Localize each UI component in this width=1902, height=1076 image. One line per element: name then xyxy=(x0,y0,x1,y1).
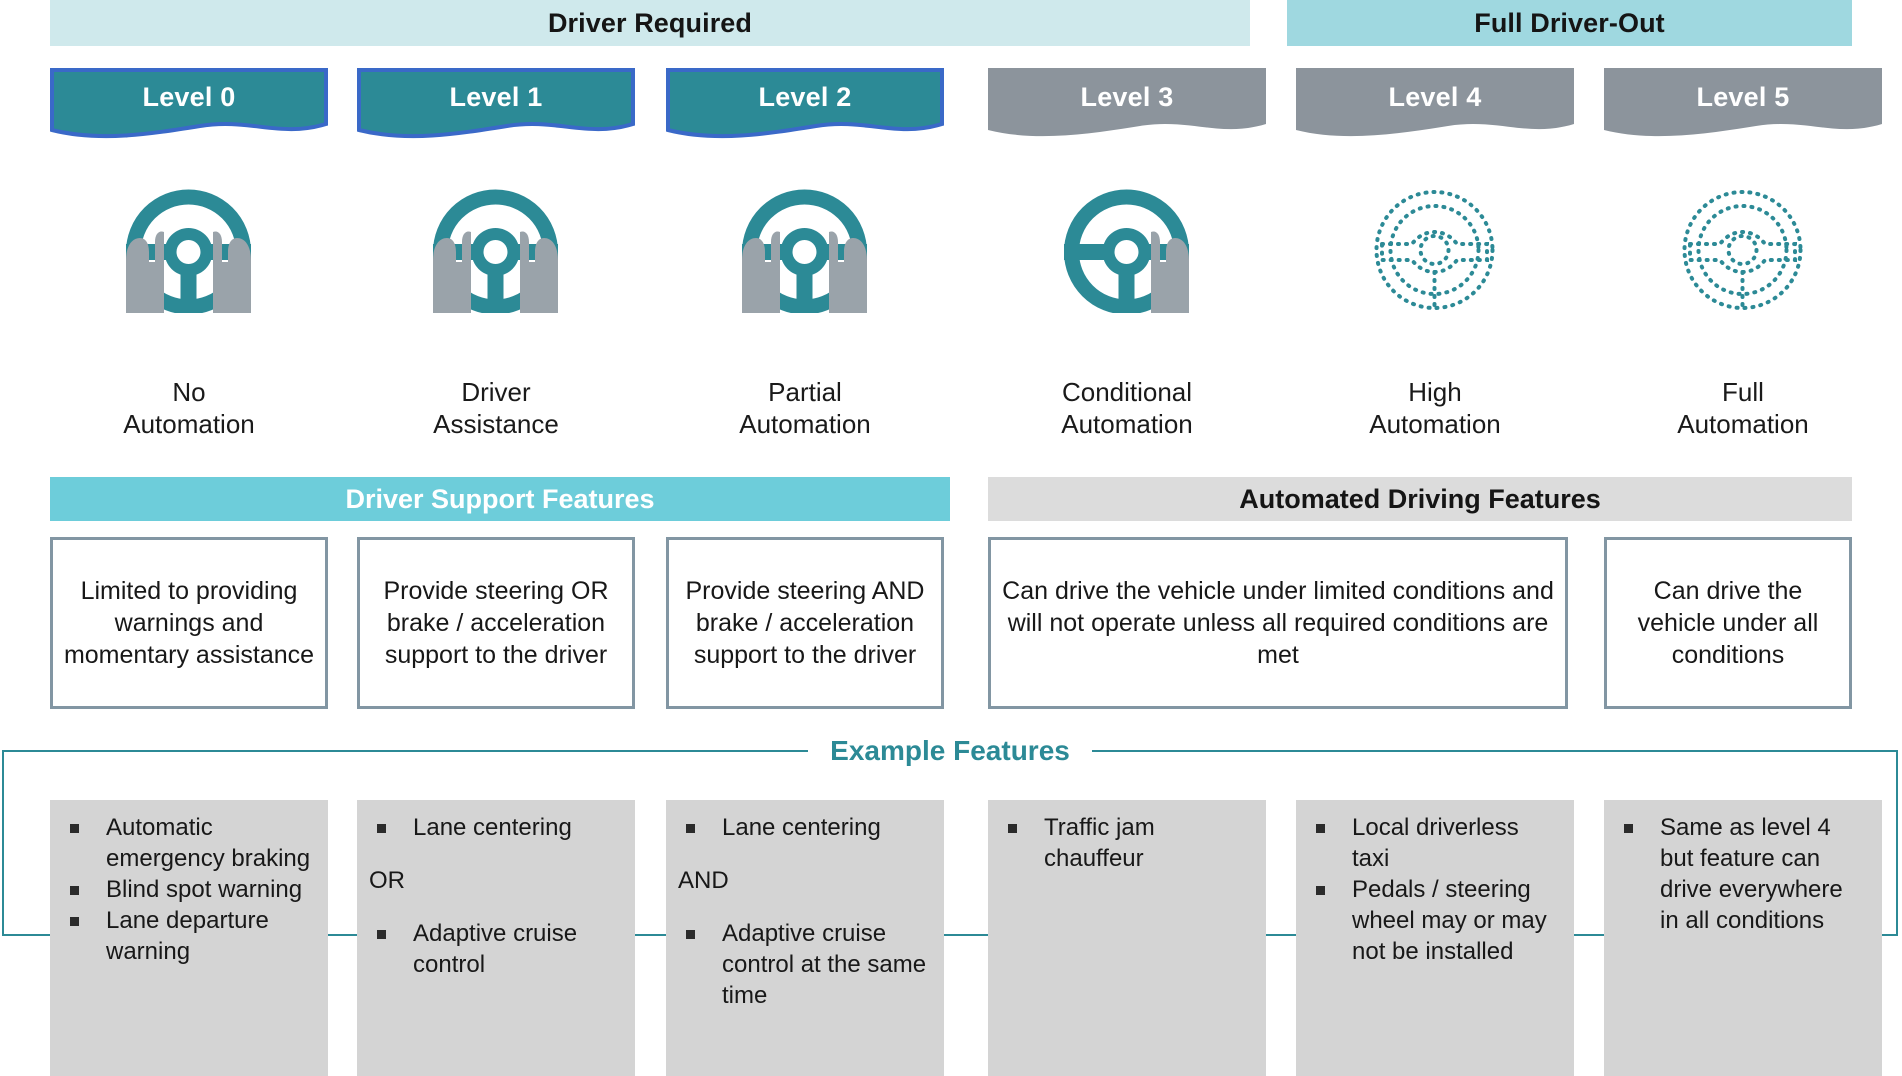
example-features-list: Lane centering xyxy=(367,812,621,843)
level-banner-label: Level 4 xyxy=(1388,81,1482,112)
list-item: Same as level 4 but feature can drive ev… xyxy=(1614,812,1868,936)
level-banner-0: Level 0 xyxy=(50,68,328,142)
description-text: Can drive the vehicle under all conditio… xyxy=(1637,577,1819,669)
example-features-list: Traffic jam chauffeur xyxy=(998,812,1252,874)
description-text: Can drive the vehicle under limited cond… xyxy=(1002,577,1554,669)
group-banner-label: Driver Required xyxy=(547,7,753,38)
description-text: Provide steering OR brake / acceleration… xyxy=(383,577,609,669)
level-banner-label: Level 3 xyxy=(1080,81,1174,112)
steering-wheel-two-hands-icon xyxy=(403,188,588,313)
example-features-list: Automatic emergency braking Blind spot w… xyxy=(60,812,314,967)
description-text: Limited to providing warnings and moment… xyxy=(63,577,315,669)
level-name-5: Full Automation xyxy=(1604,376,1882,440)
level-name-line: Full xyxy=(1722,377,1764,407)
example-features-legend: Example Features xyxy=(2,735,1899,767)
level-name-4: High Automation xyxy=(1296,376,1574,440)
example-features-frame xyxy=(2,750,1898,936)
level-name-line: No xyxy=(172,377,206,407)
level-banner-label: Level 1 xyxy=(449,81,543,112)
level-name-line: Automation xyxy=(1369,409,1501,439)
legend-rule-left xyxy=(2,750,809,752)
list-item: Adaptive cruise control xyxy=(367,918,621,980)
description-box-level-2: Provide steering AND brake / acceleratio… xyxy=(666,537,944,709)
group-banner-label: Full Driver-Out xyxy=(1474,7,1665,38)
level-name-line: High xyxy=(1408,377,1462,407)
level-name-line: Conditional xyxy=(1061,377,1193,407)
feature-banner-automated-driving: Automated Driving Features xyxy=(988,477,1852,521)
steering-wheel-two-hands-icon xyxy=(712,188,897,313)
group-banner-driver-required: Driver Required xyxy=(50,0,1250,46)
example-features-list: Lane centering xyxy=(676,812,930,843)
level-name-line: Automation xyxy=(739,409,871,439)
list-item: Lane centering xyxy=(367,812,621,843)
list-item: Lane departure warning xyxy=(60,905,314,967)
steering-wheel-dotted-icon xyxy=(1342,188,1527,313)
level-name-line: Assistance xyxy=(433,409,559,439)
list-item: Blind spot warning xyxy=(60,874,314,905)
list-item: Traffic jam chauffeur xyxy=(998,812,1252,874)
level-name-line: Driver xyxy=(461,377,531,407)
list-item: Local driverless taxi xyxy=(1306,812,1560,874)
example-features-list: Adaptive cruise control at the same time xyxy=(676,918,930,1011)
list-item: Lane centering xyxy=(676,812,930,843)
level-banner-label: Level 0 xyxy=(142,81,236,112)
example-features-title: Example Features xyxy=(808,735,1092,767)
list-item: Pedals / steering wheel may or may not b… xyxy=(1306,874,1560,967)
list-item: Adaptive cruise control at the same time xyxy=(676,918,930,1011)
example-features-list: Same as level 4 but feature can drive ev… xyxy=(1614,812,1868,936)
example-features-list: Adaptive cruise control xyxy=(367,918,621,980)
description-box-level-1: Provide steering OR brake / acceleration… xyxy=(357,537,635,709)
steering-wheel-two-hands-icon xyxy=(96,188,281,313)
level-name-line: Automation xyxy=(123,409,255,439)
example-features-box-level-4: Local driverless taxi Pedals / steering … xyxy=(1296,800,1574,1076)
level-banner-3: Level 3 xyxy=(988,68,1266,142)
feature-banner-label: Automated Driving Features xyxy=(1239,483,1601,514)
level-banner-1: Level 1 xyxy=(357,68,635,142)
example-features-box-level-5: Same as level 4 but feature can drive ev… xyxy=(1604,800,1882,1076)
example-features-box-level-3: Traffic jam chauffeur xyxy=(988,800,1266,1076)
feature-banner-driver-support: Driver Support Features xyxy=(50,477,950,521)
level-name-1: Driver Assistance xyxy=(357,376,635,440)
level-name-line: Automation xyxy=(1061,409,1193,439)
level-banner-2: Level 2 xyxy=(666,68,944,142)
level-name-3: Conditional Automation xyxy=(988,376,1266,440)
level-banner-label: Level 5 xyxy=(1696,81,1790,112)
level-name-0: No Automation xyxy=(50,376,328,440)
description-box-level-0: Limited to providing warnings and moment… xyxy=(50,537,328,709)
group-banner-full-driver-out: Full Driver-Out xyxy=(1287,0,1852,46)
feature-banner-label: Driver Support Features xyxy=(345,483,655,514)
example-features-list: Local driverless taxi Pedals / steering … xyxy=(1306,812,1560,967)
description-text: Provide steering AND brake / acceleratio… xyxy=(685,577,925,669)
example-features-box-level-2: Lane centering AND Adaptive cruise contr… xyxy=(666,800,944,1076)
conjunction-label: OR xyxy=(369,867,405,894)
steering-wheel-one-hand-icon xyxy=(1034,188,1219,313)
steering-wheel-dotted-icon xyxy=(1650,188,1835,313)
level-name-2: Partial Automation xyxy=(666,376,944,440)
level-banner-5: Level 5 xyxy=(1604,68,1882,142)
level-name-line: Partial xyxy=(768,377,842,407)
example-features-box-level-0: Automatic emergency braking Blind spot w… xyxy=(50,800,328,1076)
list-item: Automatic emergency braking xyxy=(60,812,314,874)
example-features-box-level-1: Lane centering OR Adaptive cruise contro… xyxy=(357,800,635,1076)
description-box-level-5: Can drive the vehicle under all conditio… xyxy=(1604,537,1852,709)
level-banner-label: Level 2 xyxy=(758,81,852,112)
level-banner-4: Level 4 xyxy=(1296,68,1574,142)
description-box-level-3: Can drive the vehicle under limited cond… xyxy=(988,537,1568,709)
legend-rule-right xyxy=(1091,750,1899,752)
level-name-line: Automation xyxy=(1677,409,1809,439)
conjunction-label: AND xyxy=(678,867,729,894)
